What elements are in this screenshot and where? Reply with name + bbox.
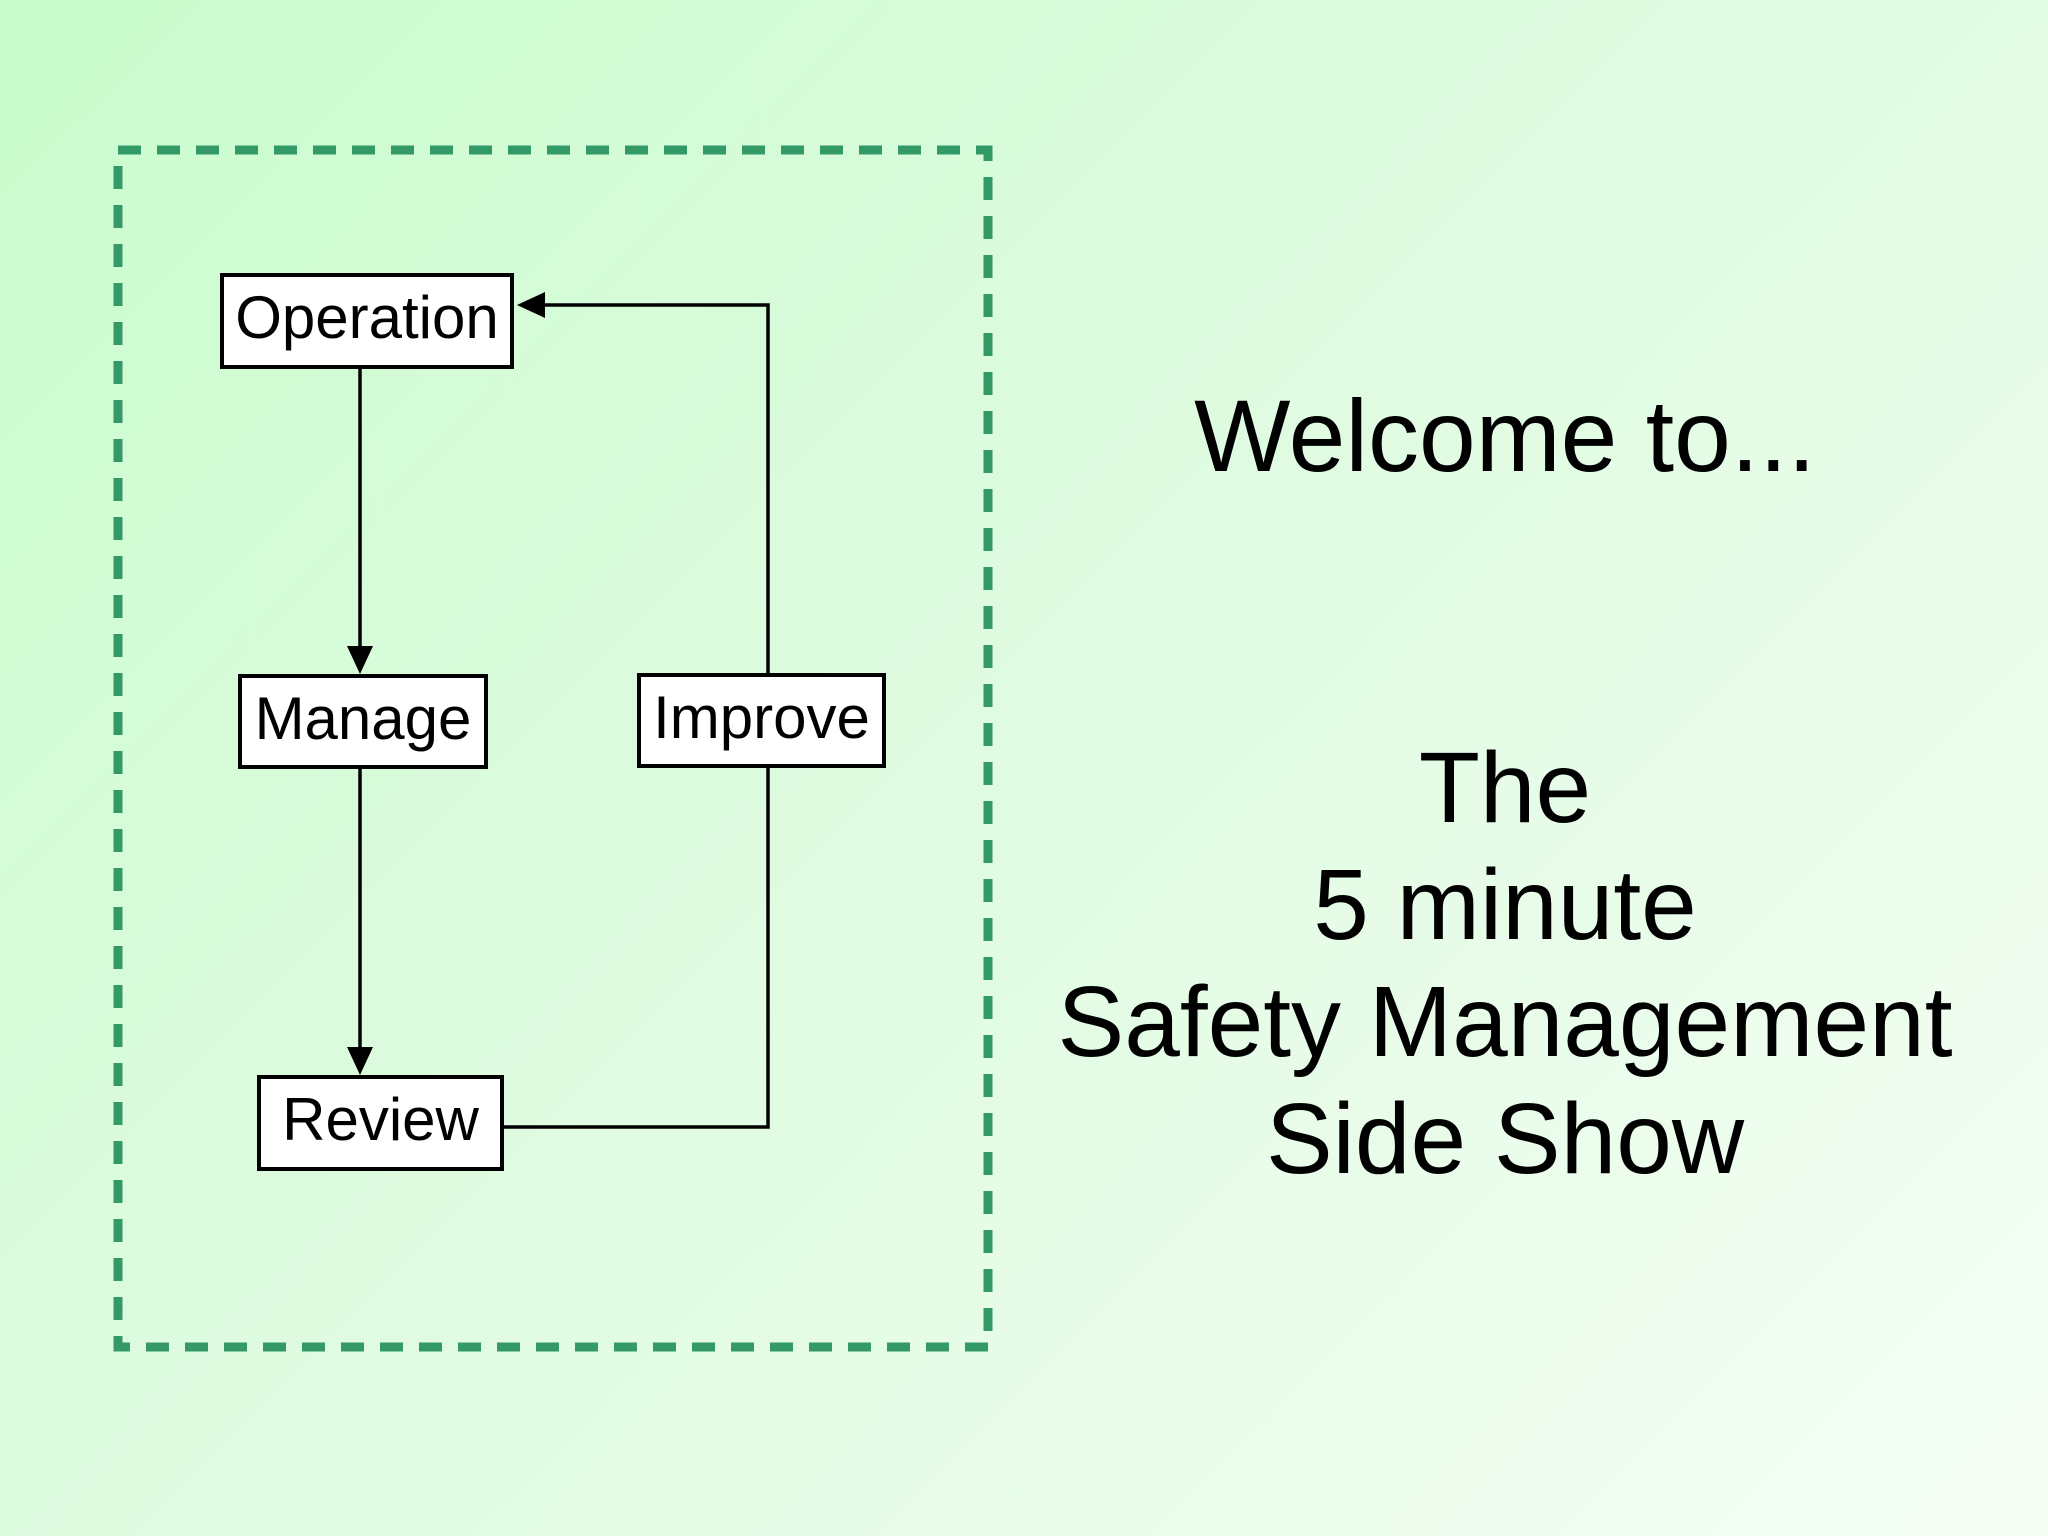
arrowhead-into-operation [517, 292, 545, 318]
node-manage: Manage [238, 674, 488, 769]
welcome-text: Welcome to... [1194, 379, 1816, 493]
node-manage-label: Manage [254, 684, 472, 752]
arrowhead-into-manage [347, 646, 373, 674]
node-review: Review [257, 1075, 504, 1171]
connector-arrowheads [347, 292, 545, 1075]
slide-title-line-4: Side Show [1265, 1083, 1745, 1195]
connector-lines [358, 303, 770, 1129]
slide-title: The 5 minute Safety Management Side Show [1000, 730, 2010, 1198]
dashed-boundary-box [113, 145, 993, 1352]
connector-review-to-improve [504, 768, 770, 1129]
arrowhead-into-review [347, 1047, 373, 1075]
node-operation-label: Operation [235, 284, 499, 351]
node-operation: Operation [220, 273, 514, 369]
slide-title-line-3: Safety Management [1057, 966, 1953, 1078]
slide-title-line-1: The [1418, 732, 1592, 844]
connector-improve-to-operation [545, 303, 770, 673]
node-review-label: Review [282, 1086, 479, 1153]
slide-title-line-2: 5 minute [1313, 849, 1697, 961]
node-improve: Improve [637, 673, 886, 768]
node-improve-label: Improve [653, 683, 870, 751]
